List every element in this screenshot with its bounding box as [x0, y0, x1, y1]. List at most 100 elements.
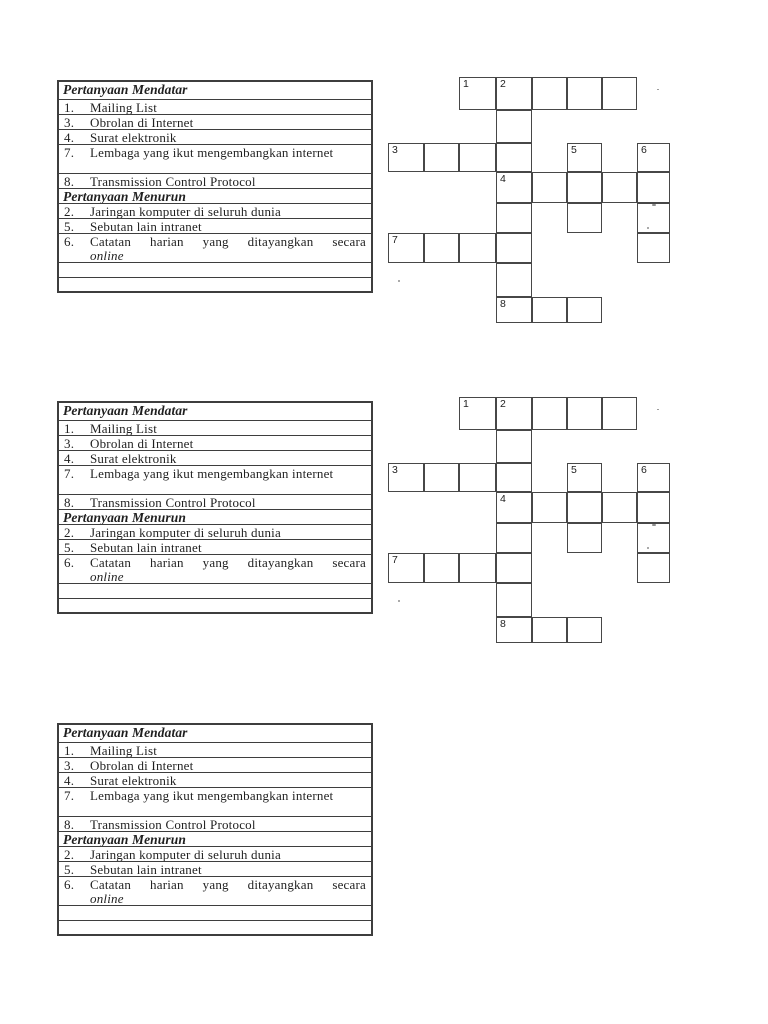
crossword-cell — [637, 172, 670, 203]
section-header-row: Pertanyaan Menurun — [59, 188, 371, 203]
crossword-cell — [637, 203, 670, 233]
clue-row: 7.Lembaga yang ikut mengembangkan intern… — [59, 144, 371, 173]
clue-row: 3.Obrolan di Internet — [59, 114, 371, 129]
section-header-row: Pertanyaan Mendatar — [59, 403, 371, 420]
crossword-cell — [637, 233, 670, 263]
crossword-cell-number: 2 — [500, 398, 506, 410]
crossword-cell — [637, 492, 670, 523]
crossword-cell — [459, 553, 496, 583]
clue-text: Obrolan di Internet — [90, 436, 371, 450]
clue-number-label: 6. — [64, 877, 75, 892]
crossword-cell-number: 7 — [392, 554, 398, 566]
clue-row: 7.Lembaga yang ikut mengembangkan intern… — [59, 465, 371, 494]
section-header-label: Pertanyaan Mendatar — [63, 82, 188, 97]
crossword-cell: 4 — [496, 172, 532, 203]
crossword-cell — [567, 203, 602, 233]
empty-row — [59, 277, 371, 291]
clue-row: 1.Mailing List — [59, 99, 371, 114]
clue-row: 3.Obrolan di Internet — [59, 435, 371, 450]
clue-text-line1: Catatan harian yang ditayangkan secara — [90, 555, 366, 570]
crossword-cell: 5 — [567, 143, 602, 172]
crossword-cell — [532, 492, 567, 523]
scan-speck — [657, 409, 659, 410]
crossword-cell: 1 — [459, 77, 496, 110]
clue-row: 6.Catatan harian yang ditayangkan secara… — [59, 233, 371, 262]
crossword-cell — [602, 77, 637, 110]
clue-text-line2: online — [90, 568, 124, 583]
section-header-label: Pertanyaan Menurun — [63, 832, 186, 846]
scan-speck — [652, 204, 656, 206]
crossword-cell — [496, 203, 532, 233]
clue-text-line1: Sebutan lain intranet — [90, 219, 202, 233]
clue-row: 3.Obrolan di Internet — [59, 757, 371, 772]
clue-row: 7. Lembaga yang ikut mengembangkan intern… — [59, 787, 371, 816]
crossword-cell: 6 — [637, 143, 670, 172]
clue-text: Jaringan komputer di seluruh dunia — [90, 204, 371, 218]
clue-row: 1.Mailing List — [59, 742, 371, 757]
clue-text-line1: Surat elektronik — [90, 451, 177, 465]
crossword-cell — [496, 583, 532, 617]
crossword-cell — [424, 553, 459, 583]
section-header-row: Pertanyaan Menurun — [59, 831, 371, 846]
crossword-cell: 4 — [496, 492, 532, 523]
crossword-cell: 5 — [567, 463, 602, 492]
crossword-cell-number: 6 — [641, 144, 647, 156]
crossword-cell — [424, 143, 459, 172]
clue-text: Transmission Control Protocol — [90, 495, 371, 509]
clue-row: 4. Surat elektronik — [59, 129, 371, 144]
clue-text: Mailing List — [90, 743, 371, 757]
clue-text: Transmission Control Protocol — [90, 817, 371, 831]
clue-row: 6. Catatan harian yang ditayangkan secara… — [59, 876, 371, 905]
clue-number-label: 2. — [64, 525, 75, 539]
clue-text-line1: Transmission Control Protocol — [90, 817, 256, 831]
clue-row: 5.Sebutan lain intranet — [59, 539, 371, 554]
crossword-cell: 3 — [388, 463, 424, 492]
clue-row: 5.Sebutan lain intranet — [59, 861, 371, 876]
crossword-cell: 3 — [388, 143, 424, 172]
clue-number-label: 4. — [64, 130, 75, 144]
clue-text-line1: Lembaga yang ikut mengembangkan internet — [90, 788, 334, 803]
crossword-cell: 2 — [496, 77, 532, 110]
clue-text-line2: online — [90, 247, 124, 262]
clue-row: 8.Transmission Control Protocol — [59, 173, 371, 188]
crossword-cell-number: 4 — [500, 493, 506, 505]
scan-speck — [652, 524, 656, 526]
clue-number-label: 7. — [64, 788, 75, 803]
clue-text-line1: Mailing List — [90, 100, 158, 114]
clue-number-label: 8. — [64, 174, 75, 188]
crossword-cell: 1 — [459, 397, 496, 430]
empty-row — [59, 262, 371, 277]
crossword-cell — [532, 77, 567, 110]
clue-text-line1: Catatan harian yang ditayangkan secara — [90, 877, 366, 892]
crossword-cell — [567, 397, 602, 430]
section-header-row: Pertanyaan Mendatar — [59, 725, 371, 742]
clue-number-label: 2. — [64, 847, 75, 861]
clue-row: 6.Catatan harian yang ditayangkan secara… — [59, 554, 371, 583]
clue-row: 1.Mailing List — [59, 420, 371, 435]
crossword-cell-number: 8 — [500, 618, 506, 630]
section-header-label: Pertanyaan Menurun — [63, 510, 186, 524]
clue-text: Surat elektronik — [90, 451, 371, 465]
clue-text: Lembaga yang ikut mengembangkan internet — [90, 145, 371, 160]
clue-text-line1: Sebutan lain intranet — [90, 540, 202, 554]
clue-row: 4.Surat elektronik — [59, 450, 371, 465]
clue-text-line1: Catatan harian yang ditayangkan secara — [90, 234, 366, 249]
crossword-cell — [496, 463, 532, 492]
scan-speck — [647, 547, 649, 549]
clue-text-line1: Transmission Control Protocol — [90, 495, 256, 509]
crossword-cell — [496, 143, 532, 172]
crossword-cell-number: 5 — [571, 464, 577, 476]
crossword-cell-number: 3 — [392, 464, 398, 476]
scan-speck — [647, 227, 649, 229]
clue-text-line1: Obrolan di Internet — [90, 115, 194, 129]
clue-text: Surat elektronik — [90, 130, 371, 144]
clue-number-label: 4. — [64, 773, 75, 787]
clue-text: Lembaga yang ikut mengembangkan internet — [90, 466, 371, 481]
crossword-cell: 8 — [496, 297, 532, 323]
clue-text-line1: Jaringan komputer di seluruh dunia — [90, 525, 281, 539]
section-header-label: Pertanyaan Mendatar — [63, 403, 188, 418]
crossword-cell — [424, 233, 459, 263]
